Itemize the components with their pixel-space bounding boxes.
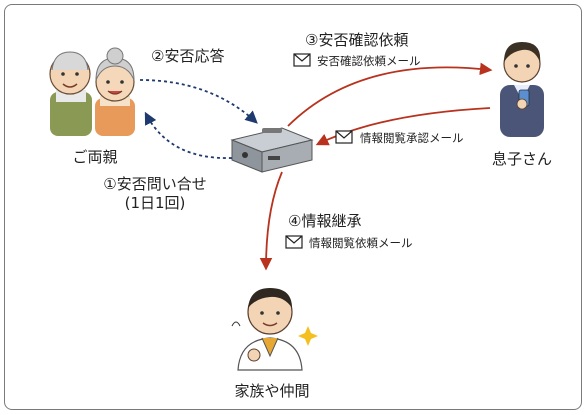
step-check-in-label: ①安否問い合せ xyxy=(103,175,206,193)
family-label: 家族や仲間 xyxy=(234,382,309,400)
mail-approval-request-label: 情報閲覧承認メール xyxy=(360,131,464,145)
reply-arrow xyxy=(139,79,258,124)
parents-label: ご両親 xyxy=(72,148,117,166)
envelope-icon xyxy=(293,53,311,67)
parents-illustration xyxy=(49,47,135,136)
approval-request-arrow xyxy=(315,107,491,146)
envelope-icon xyxy=(335,130,353,144)
safe-box-icon xyxy=(230,127,314,173)
step-reply-label: ②安否応答 xyxy=(151,47,224,65)
mail-confirm-request-label: 安否確認依頼メール xyxy=(317,54,421,68)
confirm-request-arrow xyxy=(287,62,493,127)
envelope-icon xyxy=(285,235,303,249)
family-illustration xyxy=(231,288,318,371)
succession-arrow xyxy=(259,171,283,271)
son-illustration xyxy=(500,42,544,137)
mail-view-request-label: 情報閲覧依頼メール xyxy=(309,236,413,250)
son-label: 息子さん xyxy=(492,150,552,168)
step-request-label: ③安否確認依頼 xyxy=(305,31,408,49)
step-check-in-frequency: (1日1回) xyxy=(125,194,186,212)
check-in-arrow xyxy=(144,111,233,159)
step-succession-label: ④情報継承 xyxy=(288,212,361,230)
